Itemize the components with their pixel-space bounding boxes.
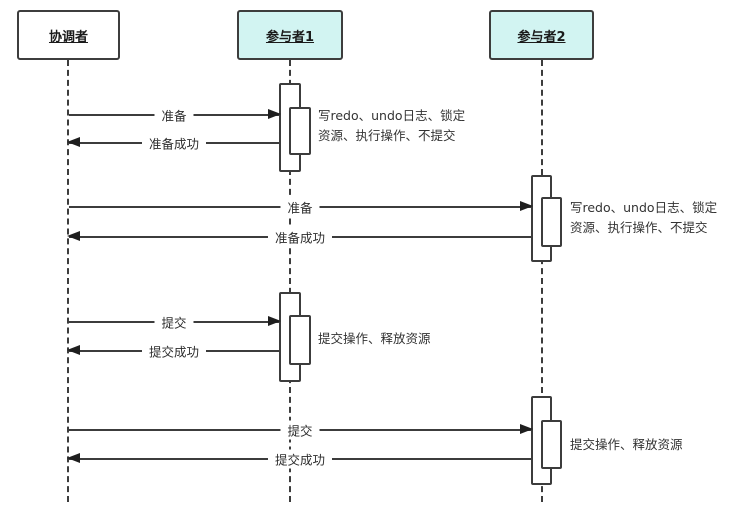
lifeline-coordinator — [67, 60, 69, 502]
actor-label-participant2: 参与者2 — [517, 29, 566, 45]
activation-bar-inner — [541, 420, 562, 469]
actor-label-coordinator: 协调者 — [48, 29, 88, 45]
activation-bar-inner — [541, 197, 562, 247]
actor-box-participant2: 参与者2 — [489, 10, 594, 60]
arrowhead-right-icon — [268, 316, 281, 326]
message-label: 提交 — [154, 312, 194, 332]
arrowhead-left-icon — [67, 453, 80, 463]
annotation-commit-p2: 提交操作、释放资源 — [570, 437, 683, 452]
message-label: 准备 — [280, 197, 320, 217]
actor-box-participant1: 参与者1 — [237, 10, 343, 60]
message-label: 提交成功 — [267, 449, 333, 469]
lifeline-participant1 — [289, 60, 291, 502]
message-label: 准备成功 — [141, 133, 207, 153]
lifeline-participant2 — [541, 60, 543, 502]
annotation-prepare-p2: 写redo、undo日志、锁定 资源、执行操作、不提交 — [570, 200, 718, 235]
message-label: 提交 — [280, 420, 320, 440]
actor-label-participant1: 参与者1 — [265, 29, 315, 45]
annotation-prepare-p1: 写redo、undo日志、锁定 资源、执行操作、不提交 — [318, 108, 466, 143]
activation-bar-inner — [289, 107, 311, 155]
arrowhead-left-icon — [67, 137, 80, 147]
message-label: 准备成功 — [267, 227, 333, 247]
arrowhead-left-icon — [67, 231, 80, 241]
annotation-commit-p1: 提交操作、释放资源 — [318, 331, 431, 346]
arrowhead-right-icon — [520, 201, 533, 211]
activation-bar-inner — [289, 315, 311, 365]
arrowhead-right-icon — [520, 424, 533, 434]
message-label: 准备 — [154, 105, 194, 125]
arrowhead-right-icon — [268, 109, 281, 119]
message-label: 提交成功 — [141, 341, 207, 361]
arrowhead-left-icon — [67, 345, 80, 355]
actor-box-coordinator: 协调者 — [17, 10, 120, 60]
